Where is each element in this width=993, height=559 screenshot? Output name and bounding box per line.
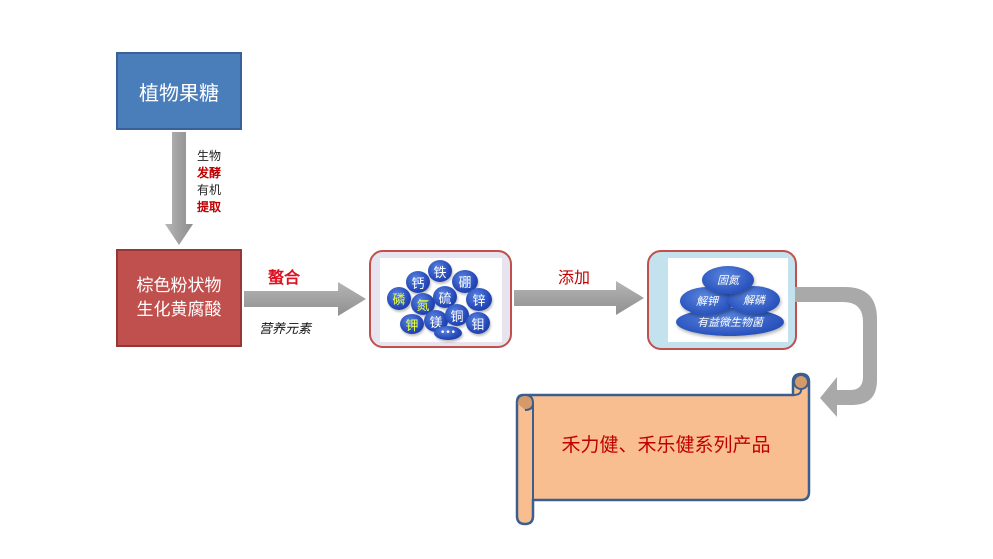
element-bubble: 铜 xyxy=(445,304,469,326)
element-bubble: 磷 xyxy=(387,287,411,310)
element-bubble: 钾 xyxy=(400,314,424,334)
label-extraction: 提取 xyxy=(197,200,222,214)
label-biological: 生物 xyxy=(197,149,222,163)
add-arrow xyxy=(514,281,644,315)
chelation-arrow xyxy=(244,282,366,316)
down-arrow-labels: 生物 发酵 有机 提取 xyxy=(197,148,221,216)
element-bubble: 氮 xyxy=(411,293,435,315)
nutrient-elements-label: 营养元素 xyxy=(259,322,312,337)
element-bubble: 硫 xyxy=(433,286,457,308)
humic-acid-node: 棕色粉状物 生化黄腐酸 xyxy=(116,249,242,347)
humic-acid-line1: 棕色粉状物 xyxy=(136,276,222,296)
plant-sugar-label: 植物果糖 xyxy=(139,80,219,105)
down-arrow xyxy=(165,132,193,245)
humic-acid-line2: 生化黄腐酸 xyxy=(136,300,222,320)
label-fermentation: 发酵 xyxy=(197,166,222,180)
add-label: 添加 xyxy=(558,268,591,287)
element-bubble: 铁 xyxy=(428,260,452,282)
curved-arrow xyxy=(795,287,877,417)
element-bubble-more: ••• xyxy=(434,326,462,340)
element-bubble: 钙 xyxy=(406,271,430,293)
element-bubble: 硼 xyxy=(452,270,478,293)
product-scroll xyxy=(515,372,811,526)
microbe-image: 有益微生物菌 解钾 解磷 固氮 xyxy=(668,258,788,342)
chelation-label: 螯合 xyxy=(268,268,301,287)
label-organic: 有机 xyxy=(197,183,222,197)
element-bubble: 钼 xyxy=(466,312,490,334)
nutrient-elements-image: 铁 钙 硼 磷 氮 硫 锌 钾 镁 铜 钼 ••• xyxy=(380,258,502,342)
product-name: 禾力健、禾乐健系列产品 xyxy=(561,434,771,456)
element-bubble: 锌 xyxy=(466,288,492,311)
microbe-ellipse-nitrogen: 固氮 xyxy=(702,266,754,294)
plant-sugar-node: 植物果糖 xyxy=(116,52,242,130)
